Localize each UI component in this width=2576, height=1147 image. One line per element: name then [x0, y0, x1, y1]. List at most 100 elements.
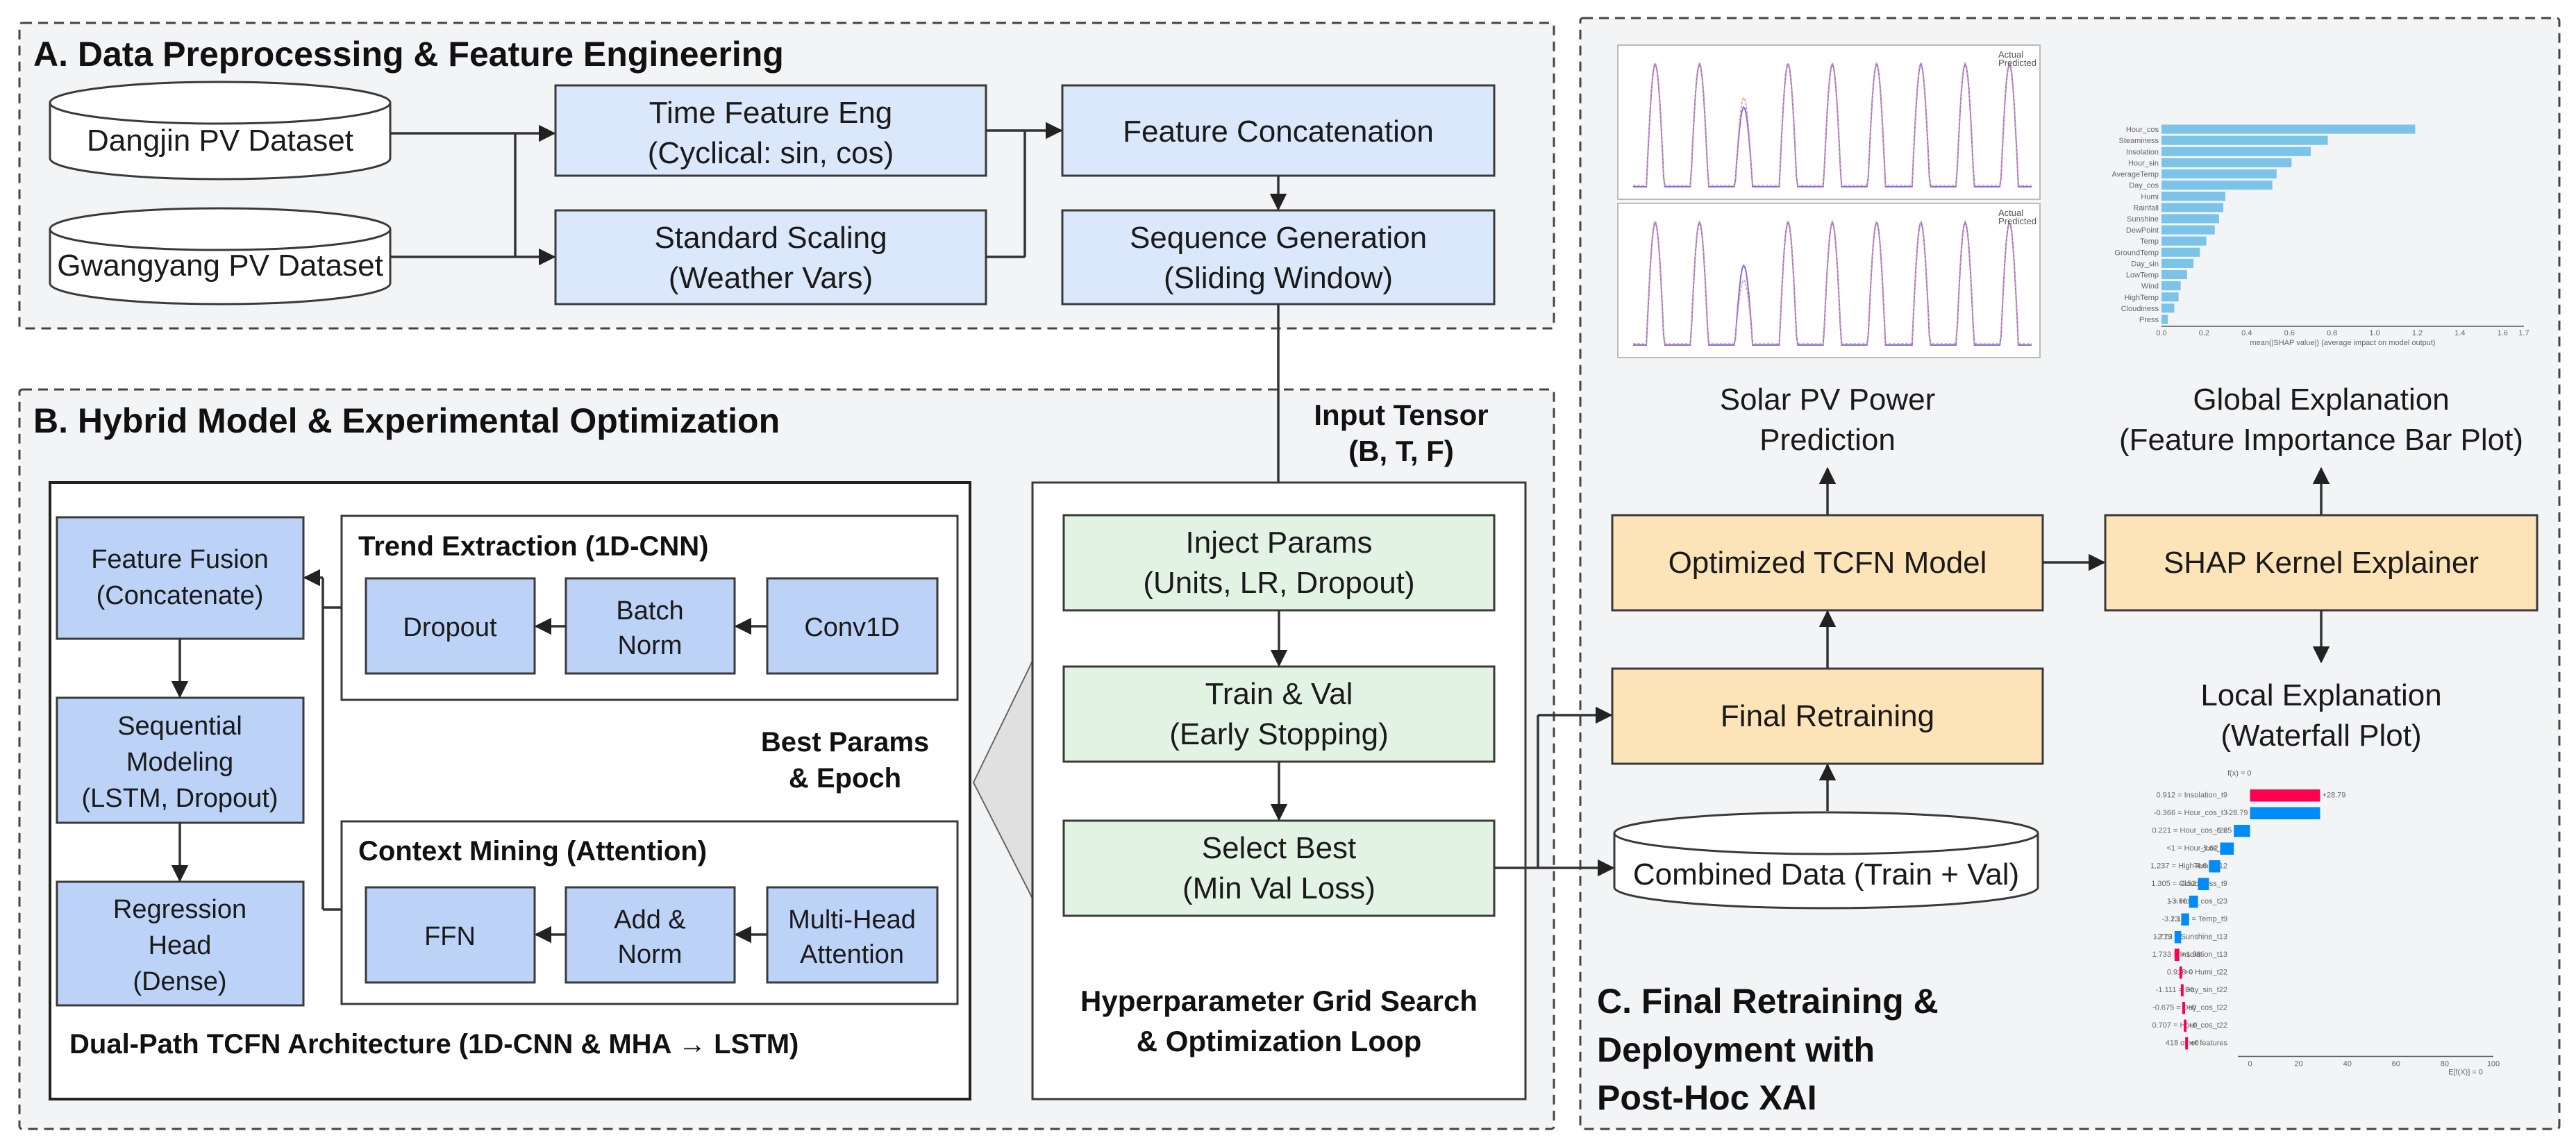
waterfall-bar	[2209, 860, 2220, 873]
grid-search-caption-1: Hyperparameter Grid Search	[1080, 985, 1478, 1017]
waterfall-bar	[2174, 931, 2182, 944]
waterfall-value: -5.62	[2200, 844, 2218, 853]
waterfall-axis-label: E[f(X)] = 0	[2448, 1069, 2483, 1077]
svg-text:Regression: Regression	[113, 895, 246, 924]
waterfall-bar	[2184, 1019, 2187, 1032]
bar-axis-tick: 1.6	[2498, 329, 2508, 337]
svg-text:Gwangyang PV Dataset: Gwangyang PV Dataset	[57, 249, 383, 283]
svg-text:Train & Val: Train & Val	[1205, 677, 1353, 711]
bar-feature-label: AverageTemp	[2111, 171, 2159, 179]
svg-text:FFN: FFN	[424, 922, 476, 951]
importance-bar	[2161, 303, 2175, 313]
waterfall-value: -2.73	[2155, 932, 2173, 941]
bar-axis-tick: 0.0	[2156, 329, 2166, 337]
importance-bar	[2161, 135, 2328, 145]
waterfall-bar	[2198, 878, 2209, 890]
svg-text:Feature Concatenation: Feature Concatenation	[1123, 115, 1434, 149]
time-feature-eng-box: Time Feature Eng (Cyclical: sin, cos)	[554, 84, 987, 177]
batch-norm-box: Batch Norm	[564, 577, 736, 675]
bar-feature-label: Hour_sin	[2128, 159, 2159, 167]
waterfall-value: +0	[2187, 1003, 2196, 1012]
best-epoch-label: & Epoch	[789, 763, 901, 794]
importance-bar	[2161, 192, 2226, 201]
panel-b-title: B. Hybrid Model & Experimental Optimizat…	[33, 401, 780, 440]
importance-bar	[2161, 236, 2207, 246]
waterfall-row-label: 0.918 = Humi_t22	[2167, 968, 2227, 976]
waterfall-bar	[2179, 966, 2182, 979]
ffn-box: FFN	[365, 886, 536, 984]
input-tensor-shape: (B, T, F)	[1348, 435, 1454, 467]
panel-a-title: A. Data Preprocessing & Feature Engineer…	[33, 35, 784, 74]
panel-c-title-2: Deployment with	[1597, 1030, 1875, 1069]
bar-feature-label: HighTemp	[2124, 294, 2159, 302]
waterfall-row-label: 0.707 = Hour_cos_t22	[2152, 1021, 2227, 1030]
importance-bar	[2161, 169, 2277, 179]
svg-text:(LSTM, Dropout): (LSTM, Dropout)	[82, 784, 278, 813]
local-explanation-label-2: (Waterfall Plot)	[2220, 719, 2421, 753]
bar-feature-label: Sunshine	[2127, 215, 2159, 224]
svg-text:Head: Head	[149, 931, 212, 960]
waterfall-row-label: 1.237 = HighTemp_t12	[2150, 862, 2227, 870]
regression-head-box: Regression Head (Dense)	[56, 880, 305, 1007]
waterfall-value: +0	[2190, 1039, 2199, 1047]
line-legend-entry: Predicted	[1998, 58, 2036, 68]
importance-bar	[2161, 258, 2194, 268]
bar-axis-tick: 1.4	[2454, 329, 2465, 337]
waterfall-row-label: 0.221 = Hour_cos_t22	[2152, 826, 2227, 835]
dataset-gwangyang: Gwangyang PV Dataset	[49, 207, 392, 305]
optimized-model-box: Optimized TCFN Model	[1611, 514, 2044, 612]
bar-axis-label: mean(|SHAP value|) (average impact on mo…	[2250, 339, 2435, 347]
svg-text:(Dense): (Dense)	[133, 967, 226, 996]
bar-feature-label: DewPoint	[2126, 226, 2159, 235]
importance-bar	[2161, 214, 2219, 224]
shap-waterfall-plot: f(x) = 00.912 = Insolation_t9+28.79-0.36…	[2150, 769, 2500, 1077]
waterfall-value: -6.65	[2214, 826, 2232, 835]
importance-bar	[2161, 203, 2224, 212]
bar-feature-label: LowTemp	[2126, 271, 2159, 280]
svg-text:(Weather Vars): (Weather Vars)	[669, 261, 873, 295]
bar-axis-tick: 1.0	[2369, 329, 2380, 337]
importance-bar	[2161, 292, 2179, 302]
shap-explainer-box: SHAP Kernel Explainer	[2104, 514, 2539, 612]
bar-feature-label: Day_sin	[2131, 260, 2159, 268]
waterfall-row-label: 1.719 = Sunshine_t13	[2153, 932, 2227, 941]
importance-bar	[2161, 146, 2311, 156]
input-tensor-label: Input Tensor	[1314, 399, 1488, 431]
waterfall-axis-tick: 20	[2294, 1060, 2302, 1069]
bar-feature-label: GroundTemp	[2114, 249, 2159, 257]
bar-feature-label: Hour_cos	[2126, 126, 2159, 134]
prediction-label-1: Solar PV Power	[1720, 383, 1936, 417]
svg-text:Modeling: Modeling	[126, 748, 233, 777]
svg-text:Dangjin PV Dataset: Dangjin PV Dataset	[87, 124, 353, 158]
waterfall-bar	[2250, 789, 2320, 802]
waterfall-value: +0	[2184, 968, 2193, 976]
add-norm-box: Add & Norm	[564, 886, 736, 984]
waterfall-value: -4.6	[2193, 862, 2207, 870]
waterfall-row-label: -0.675 = Day_cos_t22	[2152, 1003, 2227, 1012]
feature-concatenation-box: Feature Concatenation	[1061, 84, 1496, 177]
importance-bar	[2161, 269, 2187, 280]
line-plot-frame	[1617, 203, 2041, 358]
importance-bar	[2161, 158, 2292, 167]
line-legend-entry: Actual	[1998, 208, 2023, 218]
bar-feature-label: Press	[2139, 316, 2159, 324]
bar-feature-label: Temp	[2140, 237, 2159, 246]
panel-c-title-3: Post-Hoc XAI	[1597, 1078, 1817, 1117]
svg-text:Trend Extraction (1D-CNN): Trend Extraction (1D-CNN)	[358, 531, 709, 562]
svg-text:(Early Stopping): (Early Stopping)	[1169, 717, 1388, 751]
importance-bar	[2161, 247, 2200, 257]
svg-text:Inject Params: Inject Params	[1186, 526, 1373, 560]
svg-text:(Cyclical: sin, cos): (Cyclical: sin, cos)	[648, 136, 894, 170]
waterfall-value: -3.23	[2161, 915, 2179, 923]
svg-text:Select Best: Select Best	[1202, 831, 1357, 865]
predicted-series-line	[1633, 219, 2032, 344]
svg-text:Feature Fusion: Feature Fusion	[91, 545, 269, 574]
waterfall-bar	[2185, 1037, 2189, 1050]
svg-text:Norm: Norm	[618, 631, 683, 660]
waterfall-bar	[2181, 913, 2189, 926]
bar-axis-tick: 0.6	[2284, 329, 2295, 337]
svg-text:(Units, LR, Dropout): (Units, LR, Dropout)	[1143, 566, 1414, 600]
train-val-box: Train & Val (Early Stopping)	[1062, 665, 1496, 763]
shap-bar-plot: Hour_cosSteaminessInsolationHour_sinAver…	[2111, 124, 2529, 347]
